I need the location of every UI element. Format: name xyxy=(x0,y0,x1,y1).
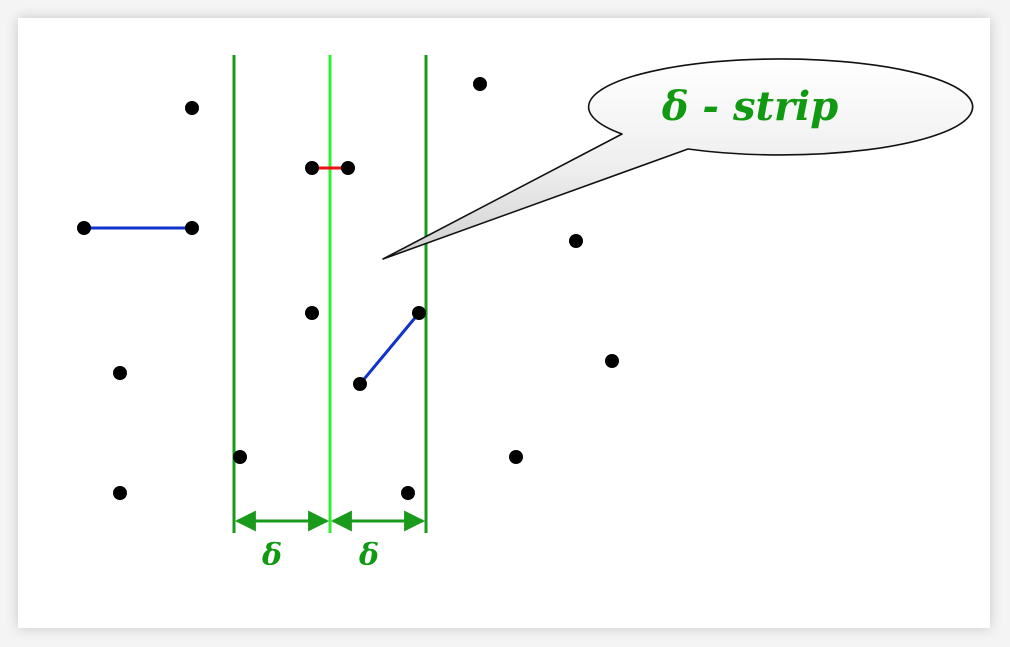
point xyxy=(113,366,127,380)
point xyxy=(605,354,619,368)
left-delta-label: δ xyxy=(261,538,282,573)
point xyxy=(412,306,426,320)
callout-suffix: - strip xyxy=(689,83,839,130)
point xyxy=(509,450,523,464)
point xyxy=(569,234,583,248)
point xyxy=(305,161,319,175)
callout-symbol: δ xyxy=(661,83,689,130)
point-set xyxy=(77,77,619,500)
strip-callout: δ - strip xyxy=(382,58,974,260)
point xyxy=(341,161,355,175)
point xyxy=(305,306,319,320)
point xyxy=(233,450,247,464)
callout-bubble xyxy=(382,58,974,260)
point xyxy=(401,486,415,500)
point xyxy=(77,221,91,235)
point xyxy=(185,101,199,115)
right-delta-label: δ xyxy=(358,538,379,573)
point xyxy=(113,486,127,500)
point xyxy=(185,221,199,235)
callout-label: δ - strip xyxy=(661,83,838,130)
right-closest-pair-segment xyxy=(358,312,421,385)
point xyxy=(473,77,487,91)
point xyxy=(353,377,367,391)
